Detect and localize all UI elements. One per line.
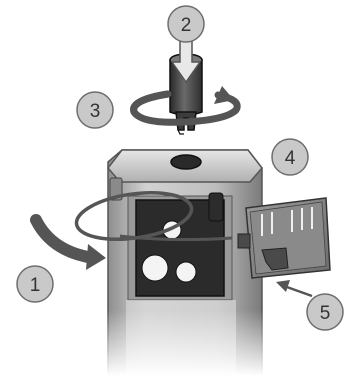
sensor-opening xyxy=(175,261,197,283)
insertion-tool xyxy=(169,53,203,135)
rotate-arrow-icon xyxy=(130,86,241,126)
diagonal-arrow-icon xyxy=(276,280,313,298)
down-arrow-icon xyxy=(170,39,202,84)
svg-text:3: 3 xyxy=(90,101,101,122)
callout-3: 3 xyxy=(76,91,114,129)
svg-text:1: 1 xyxy=(30,275,41,296)
device-body xyxy=(100,149,270,376)
retaining-strap xyxy=(74,191,233,242)
callout-1: 1 xyxy=(16,265,54,303)
svg-text:5: 5 xyxy=(320,303,331,324)
card-slot xyxy=(208,192,224,222)
sensor-card xyxy=(237,197,331,279)
callout-2: 2 xyxy=(167,5,205,43)
callout-5: 5 xyxy=(306,293,344,331)
svg-text:4: 4 xyxy=(285,148,296,169)
svg-text:2: 2 xyxy=(181,15,192,36)
sensor-port xyxy=(170,154,202,170)
sensor-opening xyxy=(141,254,169,282)
callout-4: 4 xyxy=(271,138,309,176)
curved-arrow-icon xyxy=(30,214,106,270)
